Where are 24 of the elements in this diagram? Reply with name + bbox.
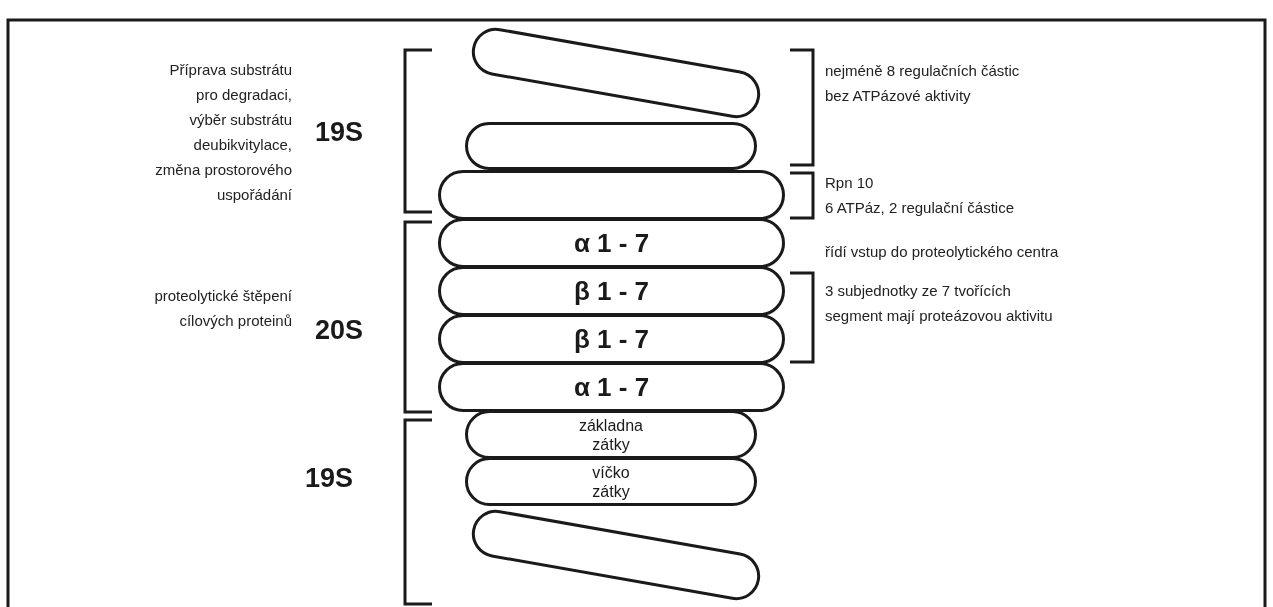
annotation: 3 subjednotky ze 7 tvořících segment mají proteázovou aktivitu [825,281,1054,326]
function-note: Příprava substrátu pro degradaci, výběr substrátu deubikvitylace, změna prostorového uspořádání [154,60,292,205]
subunit-ring [465,122,757,170]
subunit-label: α 1 - 7 [573,372,650,402]
complex-label: 19S [305,463,355,493]
complex-label: 20S [315,315,365,345]
subunit-ring [438,170,785,220]
subunit-ring [465,410,757,459]
subunit-label: víčko zátky [592,462,630,501]
annotation: 6 ATPáz, 2 regulační částice [825,198,1015,218]
subunit-ring [438,218,785,268]
complex-label: 19S [315,117,365,147]
subunit-ring [438,266,785,316]
subunit-label: základna zátky [578,415,643,454]
subunit-label: α 1 - 7 [573,228,650,258]
subunit-ring [438,362,785,412]
subunit-label: β 1 - 7 [573,276,650,306]
subunit-ring [465,457,757,506]
annotation: nejméně 8 regulačních částic bez ATPázové aktivity [825,61,1021,106]
annotation: Rpn 10 [825,173,875,193]
function-note: proteolytické štěpení cílových proteinů [153,286,292,331]
subunit-label: β 1 - 7 [573,324,650,354]
subunit-ring [438,314,785,364]
annotation: řídí vstup do proteolytického centra [825,242,1060,262]
